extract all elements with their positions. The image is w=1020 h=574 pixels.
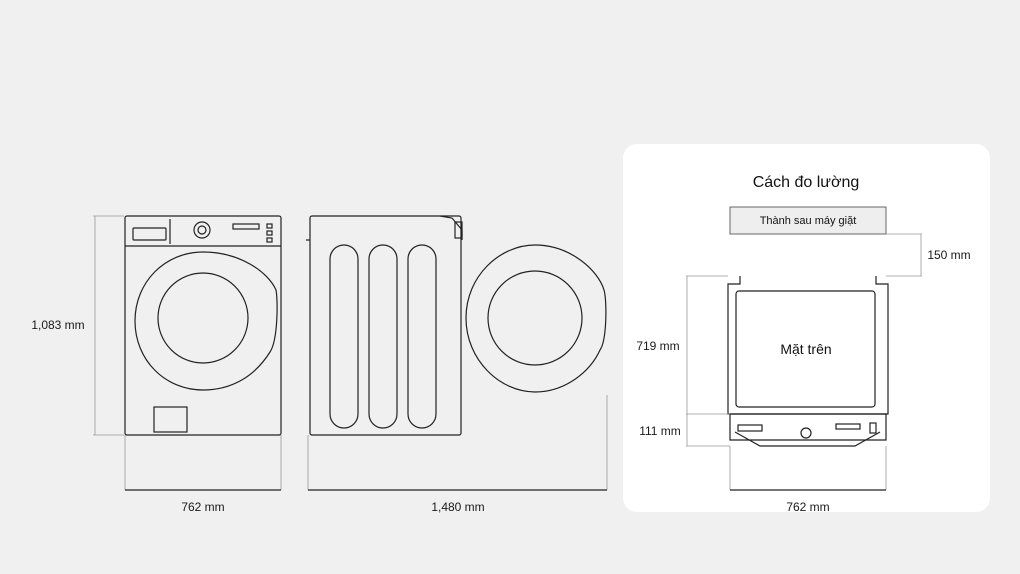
front-depth-label: 111 mm — [639, 424, 681, 438]
front-width-label: 762 mm — [181, 500, 224, 514]
washer-side-view — [306, 215, 608, 491]
measure-panel — [623, 144, 990, 512]
depth-label: 719 mm — [636, 339, 679, 353]
height-label: 1,083 mm — [31, 318, 84, 332]
side-depth-label: 1,480 mm — [431, 500, 484, 514]
washer-front-view — [93, 215, 282, 491]
wall-label: Thành sau máy giặt — [760, 215, 857, 227]
panel-width-label: 762 mm — [786, 500, 829, 514]
top-label: Mặt trên — [780, 341, 831, 357]
gap-label: 150 mm — [927, 248, 970, 262]
panel-title: Cách đo lường — [753, 174, 860, 191]
